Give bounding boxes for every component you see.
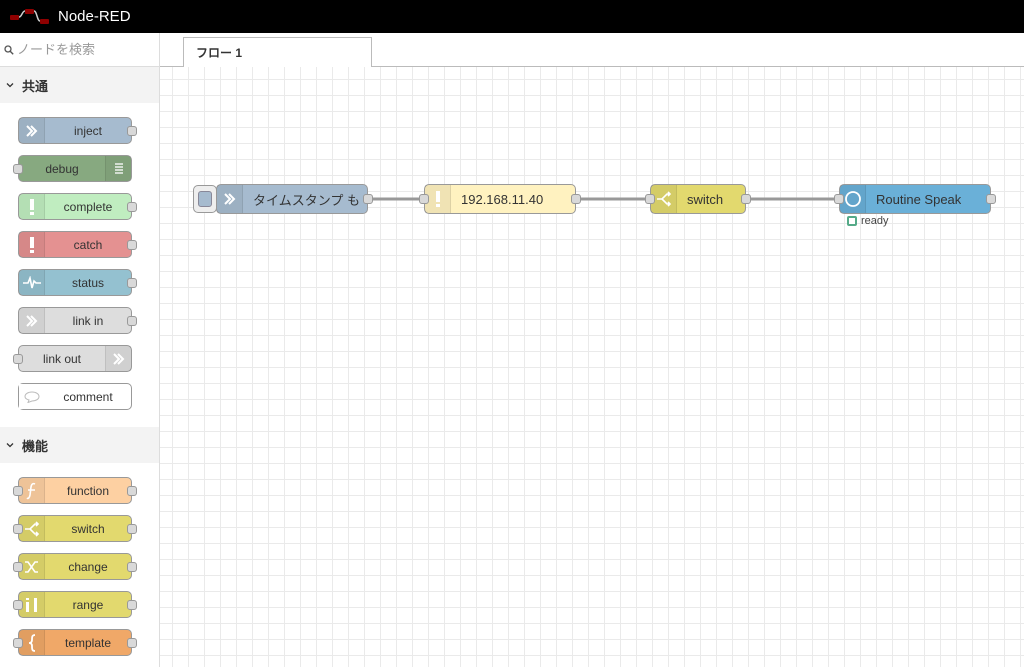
palette-node-label: debug	[45, 161, 79, 176]
input-port	[13, 354, 23, 364]
flow-wires	[368, 197, 838, 201]
flow-node-switch[interactable]: switch	[645, 184, 751, 214]
node-status: ready	[847, 215, 889, 227]
exclamation-icon	[19, 194, 45, 219]
palette-node-comment[interactable]: comment	[18, 383, 132, 410]
flow-node-label: Routine Speak	[876, 191, 962, 207]
palette-node-label: switch	[71, 521, 105, 536]
flow-node-ip-address[interactable]: 192.168.11.40	[419, 184, 581, 214]
palette-node-label: link in	[72, 313, 104, 328]
shuffle-icon	[19, 554, 45, 579]
palette-node-function[interactable]: function	[13, 477, 137, 504]
palette-node-catch[interactable]: catch	[18, 231, 137, 258]
output-port[interactable]	[986, 194, 996, 204]
input-port[interactable]	[419, 194, 429, 204]
flow-node-label: タイムスタンプ も	[253, 192, 360, 208]
header-bar: Node-RED	[0, 0, 1024, 33]
palette-node-label: link out	[42, 351, 82, 366]
status-dot-icon	[847, 216, 857, 226]
flow-node-label: switch	[687, 191, 724, 207]
palette-node-label: catch	[73, 237, 103, 252]
palette-node-label: inject	[73, 123, 102, 138]
flow-node-routine-speak[interactable]: Routine Speak	[834, 184, 996, 214]
category-label: 共通	[22, 78, 49, 94]
search-icon	[4, 44, 14, 55]
palette-node-label: comment	[63, 389, 113, 404]
exclamation-icon	[425, 185, 451, 213]
palette-node-label: change	[68, 559, 108, 574]
output-port	[127, 600, 137, 610]
flow-canvas[interactable]: タイムスタンプ も 192.168.11.40 switch Routine S…	[160, 67, 1024, 667]
palette-search	[0, 33, 159, 67]
input-port	[13, 486, 23, 496]
palette-node-label: range	[72, 597, 104, 612]
output-port	[127, 638, 137, 648]
brace-icon	[19, 630, 45, 655]
palette-node-template[interactable]: template	[13, 629, 137, 656]
output-port	[127, 240, 137, 250]
link-in-icon	[19, 308, 45, 333]
palette-node-label: template	[64, 635, 112, 650]
category-body-common: inject debug complete catch	[0, 103, 159, 427]
category-header-common[interactable]: 共通	[0, 67, 159, 103]
input-port	[13, 164, 23, 174]
list-icon	[105, 156, 131, 181]
flow-node-inject-timestamp[interactable]: タイムスタンプ も	[216, 184, 373, 214]
palette-node-label: status	[71, 275, 104, 290]
comment-icon	[19, 384, 45, 409]
status-text: ready	[861, 215, 889, 227]
link-out-icon	[105, 346, 131, 371]
node-palette: 共通 inject debug complete	[0, 33, 160, 667]
output-port	[127, 486, 137, 496]
workspace-tabbar: フロー 1	[160, 33, 1024, 68]
pulse-icon	[19, 270, 45, 295]
palette-node-link-in[interactable]: link in	[18, 307, 137, 334]
inject-trigger-button[interactable]	[193, 185, 217, 213]
palette-node-complete[interactable]: complete	[18, 193, 137, 220]
range-icon	[19, 592, 45, 617]
category-label: 機能	[22, 438, 49, 454]
tab-flow-1[interactable]: フロー 1	[183, 37, 372, 68]
exclamation-icon	[19, 232, 45, 257]
switch-icon	[651, 185, 677, 213]
arrow-in-icon	[19, 118, 45, 143]
output-port	[127, 126, 137, 136]
tab-label: フロー 1	[196, 46, 243, 60]
palette-node-switch[interactable]: switch	[13, 515, 137, 542]
output-port[interactable]	[571, 194, 581, 204]
input-port	[13, 562, 23, 572]
palette-node-change[interactable]: change	[13, 553, 137, 580]
output-port	[127, 278, 137, 288]
input-port	[13, 638, 23, 648]
chevron-down-icon	[6, 83, 14, 88]
switch-icon	[19, 516, 45, 541]
category-body-function: function switch change range	[0, 463, 159, 667]
circle-icon	[840, 185, 866, 213]
palette-node-link-out[interactable]: link out	[13, 345, 132, 372]
input-port	[13, 524, 23, 534]
arrow-in-icon	[217, 185, 243, 213]
flow-node-label: 192.168.11.40	[461, 191, 544, 207]
palette-node-label: function	[66, 483, 110, 498]
palette-node-debug[interactable]: debug	[13, 155, 132, 182]
output-port[interactable]	[363, 194, 373, 204]
chevron-down-icon	[6, 443, 14, 448]
input-port[interactable]	[834, 194, 844, 204]
output-port	[127, 316, 137, 326]
function-icon	[19, 478, 45, 503]
palette-node-status[interactable]: status	[18, 269, 137, 296]
input-port[interactable]	[645, 194, 655, 204]
input-port	[13, 600, 23, 610]
output-port	[127, 524, 137, 534]
output-port[interactable]	[741, 194, 751, 204]
palette-node-range[interactable]: range	[13, 591, 137, 618]
category-header-function[interactable]: 機能	[0, 427, 159, 463]
app-title: Node-RED	[58, 8, 131, 25]
output-port	[127, 202, 137, 212]
node-red-logo-icon	[10, 8, 49, 24]
palette-node-label: complete	[63, 199, 113, 214]
palette-search-input[interactable]	[17, 42, 157, 57]
palette-node-inject[interactable]: inject	[18, 117, 137, 144]
output-port	[127, 562, 137, 572]
